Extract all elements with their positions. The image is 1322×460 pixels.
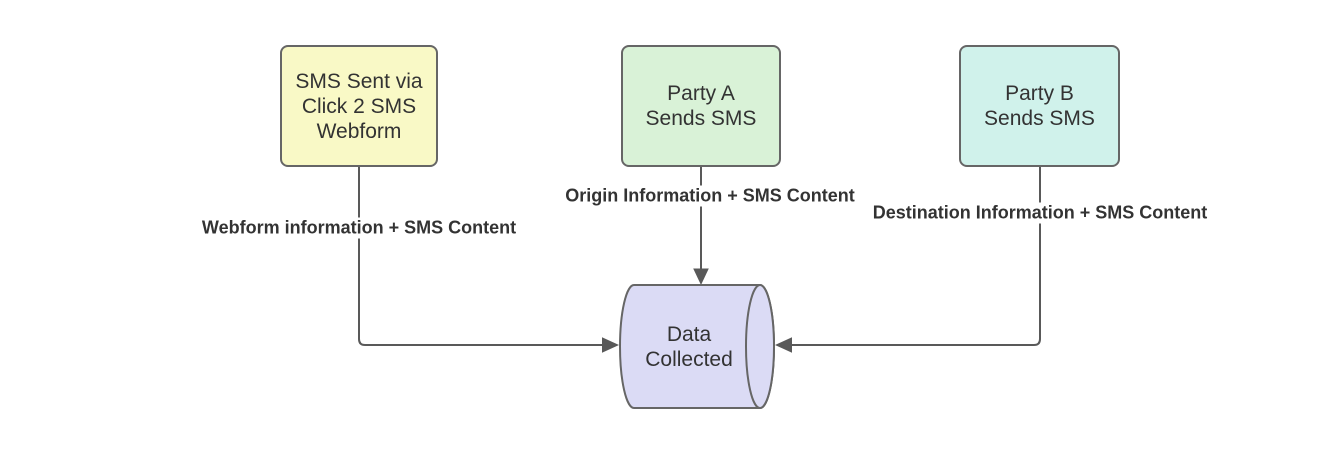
node-party-a: Party A Sends SMS <box>621 45 781 167</box>
arrowhead-right-icon <box>602 337 619 353</box>
edge-line <box>358 167 602 346</box>
edge-label-origin-information: Origin Information + SMS Content <box>562 185 858 207</box>
node-data-collected-label-box: Data Collected <box>620 285 758 408</box>
edge-webform-to-datastore <box>358 167 619 353</box>
node-data-collected <box>619 284 775 409</box>
arrowhead-left-icon <box>775 337 792 353</box>
cylinder-cap <box>745 284 775 409</box>
node-data-collected-label: Data Collected <box>645 322 733 371</box>
edge-label-destination-information: Destination Information + SMS Content <box>869 202 1211 224</box>
edge-party-a-to-datastore <box>693 167 709 285</box>
edge-party-b-to-datastore <box>775 167 1041 353</box>
edge-label-webform-information: Webform information + SMS Content <box>198 217 520 239</box>
node-party-b: Party B Sends SMS <box>959 45 1120 167</box>
node-sms-webform: SMS Sent via Click 2 SMS Webform <box>280 45 438 167</box>
node-party-b-label: Party B Sends SMS <box>984 82 1095 130</box>
node-party-a-label: Party A Sends SMS <box>645 82 757 130</box>
arrowhead-down-icon <box>693 268 709 285</box>
edge-line <box>792 167 1041 346</box>
node-sms-webform-label: SMS Sent via Click 2 SMS Webform <box>295 69 423 143</box>
